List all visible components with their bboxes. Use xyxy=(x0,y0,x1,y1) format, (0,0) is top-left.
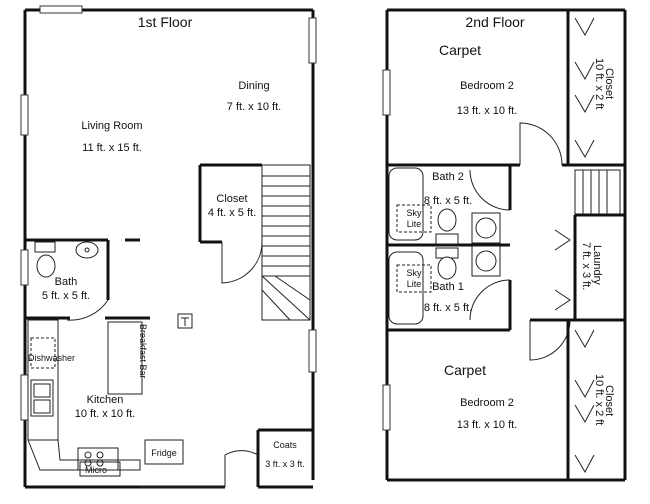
bath1-door[interactable] xyxy=(469,279,511,321)
closet-name: Closet xyxy=(216,193,247,205)
breakfast-bar xyxy=(107,321,143,395)
first-floor-title: 1st Floor xyxy=(138,14,193,30)
bath1-size: 8 ft. x 5 ft. xyxy=(424,302,472,314)
coats-name: Coats xyxy=(273,440,297,450)
closet-doors-bottom xyxy=(574,329,595,474)
bath-size: 5 ft. x 5 ft. xyxy=(42,290,90,302)
kitchen-counter xyxy=(27,319,59,441)
stove xyxy=(77,447,119,471)
breakfast-bar-label: Breakfast Bar xyxy=(138,324,148,379)
dining-name: Dining xyxy=(238,80,269,92)
toilet-tank xyxy=(34,241,56,253)
first-floor: 1st Floor Dining 7 ft. x 10 ft. Living R… xyxy=(20,5,317,489)
living-room-name: Living Room xyxy=(81,120,142,132)
laundry-name: Laundry xyxy=(591,245,603,285)
front-door[interactable] xyxy=(224,450,259,487)
bath2-size: 8 ft. x 5 ft. xyxy=(424,195,472,207)
toilet-tank xyxy=(435,233,459,245)
skylite-top-line2: Lite xyxy=(407,219,422,229)
window xyxy=(308,17,317,64)
micro-label: Micro xyxy=(85,465,107,475)
laundry-doors xyxy=(554,229,571,311)
bedroom-top-name: Bedroom 2 xyxy=(460,80,514,92)
bath-name: Bath xyxy=(55,276,78,288)
laundry-size: 7 ft. x 3 ft. xyxy=(580,242,592,290)
toilet-icon xyxy=(437,208,457,232)
window xyxy=(20,249,29,286)
fridge-label: Fridge xyxy=(151,448,177,458)
toilet-icon xyxy=(437,256,457,280)
closet-bottom-size: 10 ft. x 2 ft xyxy=(593,374,605,425)
dishwasher-label: Dishwasher xyxy=(28,353,75,363)
carpet-label-bottom: Carpet xyxy=(444,362,486,378)
skylite-bottom xyxy=(396,264,432,293)
furnace-icon xyxy=(177,313,193,329)
fridge xyxy=(144,439,184,465)
bedroom-bottom-name: Bedroom 2 xyxy=(460,397,514,409)
second-floor-title: 2nd Floor xyxy=(465,14,524,30)
sink-icon xyxy=(475,250,497,272)
closet-bottom-name: Closet xyxy=(603,385,615,416)
microwave xyxy=(79,461,121,477)
bedroom-bottom-size: 13 ft. x 10 ft. xyxy=(457,419,518,431)
kitchen-size: 10 ft. x 10 ft. xyxy=(75,408,136,420)
carpet-label-top: Carpet xyxy=(439,42,481,58)
bath1-name: Bath 1 xyxy=(432,281,464,293)
window xyxy=(382,69,391,116)
skylite-bottom-line1: Sky xyxy=(406,268,422,278)
drain-icon xyxy=(84,247,90,253)
toilet-icon xyxy=(36,254,56,278)
bedroom-top-door[interactable] xyxy=(519,122,563,166)
window xyxy=(39,5,83,14)
bath-door[interactable] xyxy=(66,299,109,321)
living-room-size: 11 ft. x 15 ft. xyxy=(82,142,142,154)
stair-top xyxy=(574,169,621,216)
staircase xyxy=(261,164,311,321)
closet-top-size: 10 ft. x 2 ft xyxy=(593,58,605,109)
dining-size: 7 ft. x 10 ft. xyxy=(227,101,281,113)
skylite-bottom-line2: Lite xyxy=(407,279,422,289)
closet-doors-top xyxy=(574,17,595,159)
bath2-name: Bath 2 xyxy=(432,171,464,183)
skylite-top-line1: Sky xyxy=(406,208,422,218)
window xyxy=(382,384,391,431)
closet-top-name: Closet xyxy=(603,68,615,99)
sink-basin xyxy=(33,383,51,398)
window xyxy=(20,94,29,136)
sink-icon xyxy=(475,217,497,239)
kitchen-name: Kitchen xyxy=(87,394,124,406)
dishwasher-box xyxy=(30,337,56,369)
closet-door[interactable] xyxy=(221,241,263,284)
skylite-top xyxy=(396,204,432,233)
second-floor: 2nd Floor Carpet Bedroom 2 13 ft. x 10 f… xyxy=(382,8,627,482)
bathtub-top xyxy=(388,167,424,241)
bath2-door[interactable] xyxy=(469,169,511,211)
burner-icon xyxy=(96,451,104,459)
burner-icon xyxy=(84,451,92,459)
bedroom-bottom-door[interactable] xyxy=(529,319,571,361)
bedroom-top-size: 13 ft. x 10 ft. xyxy=(457,105,518,117)
window xyxy=(20,374,29,421)
sink-basin xyxy=(33,399,51,414)
kitchen-counter-corner xyxy=(27,439,141,471)
closet-size: 4 ft. x 5 ft. xyxy=(208,207,256,219)
coats-size: 3 ft. x 3 ft. xyxy=(265,459,305,469)
window xyxy=(308,329,317,373)
